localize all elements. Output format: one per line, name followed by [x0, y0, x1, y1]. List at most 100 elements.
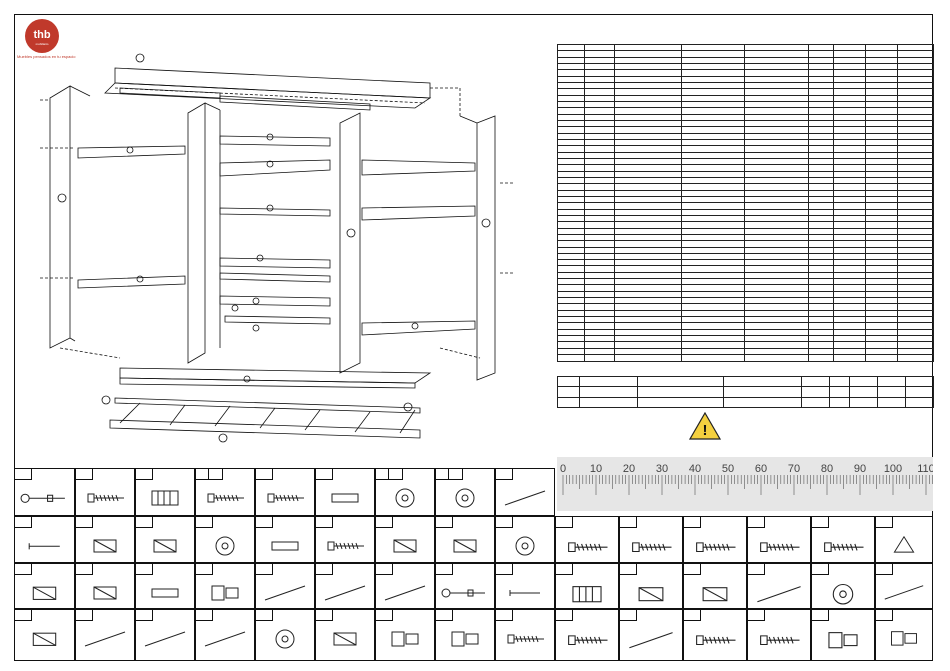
hardware-code-box — [747, 563, 765, 575]
left-shelf-upper — [77, 145, 186, 159]
long-wood-screw-icon — [327, 541, 364, 551]
ruler-label: 60 — [755, 463, 767, 475]
small-screw-icon — [696, 542, 736, 553]
table-row — [557, 341, 934, 349]
table-cell — [897, 347, 934, 356]
center-shelf-1 — [219, 133, 331, 147]
hardware-code-box — [875, 563, 893, 575]
table-cell — [849, 375, 878, 388]
hardware-code-box — [195, 609, 213, 621]
hardware-cell — [195, 468, 255, 516]
table-cell — [744, 354, 809, 362]
left-side-panel — [49, 85, 91, 349]
hardware-cell — [195, 609, 255, 661]
right-shelf-lower — [361, 320, 476, 336]
table-cell — [557, 396, 580, 409]
hardware-cell — [315, 468, 375, 516]
cylinder-cap-icon — [275, 629, 295, 649]
hardware-cell — [683, 609, 747, 661]
center-shelf-3 — [219, 204, 331, 217]
table-cell — [829, 375, 850, 388]
l-profile-icon — [32, 632, 57, 646]
table-cell — [877, 375, 906, 388]
brand-logo: thb mobiliario — [25, 19, 59, 53]
wood-screw-icon — [568, 542, 608, 553]
table-cell — [681, 354, 745, 362]
hardware-code-box — [619, 609, 637, 621]
hardware-code-box — [495, 563, 513, 575]
brand-tagline: Muebles pensados en tu espacio — [17, 54, 76, 59]
hardware-cell — [14, 468, 75, 516]
hardware-cell — [195, 563, 255, 609]
hardware-code-box — [435, 563, 453, 575]
table-cell — [877, 386, 906, 398]
logo-text: thb — [33, 29, 50, 41]
shelf-support-icon — [393, 539, 417, 553]
table-cell — [849, 386, 878, 398]
hardware-cell — [555, 516, 619, 563]
table-cell — [801, 386, 830, 398]
hardware-code-box — [135, 468, 153, 480]
warning-symbol: ! — [703, 422, 708, 439]
pan-screw-icon — [824, 542, 864, 553]
hardware-cell — [375, 516, 435, 563]
ruler-label: 20 — [623, 463, 635, 475]
hardware-cell — [811, 609, 875, 661]
ruler-label: 10 — [590, 463, 602, 475]
table-cell — [557, 354, 585, 362]
hardware-cell — [811, 516, 875, 563]
table-cell — [579, 396, 638, 409]
hardware-code-box — [375, 516, 393, 528]
oval-cover-icon — [333, 632, 357, 646]
table-cell — [557, 386, 580, 398]
table-row — [557, 126, 934, 134]
hardware-cell — [495, 468, 555, 516]
hardware-code-box — [195, 516, 213, 528]
hardware-cell — [619, 516, 683, 563]
hardware-code-box — [811, 516, 829, 528]
table-row — [557, 94, 934, 102]
center-right-upright — [339, 112, 361, 374]
hardware-cell — [14, 609, 75, 661]
hardware-code-box — [135, 609, 153, 621]
hardware-code-box — [435, 516, 453, 528]
connector-bolt-icon — [441, 588, 485, 598]
round-knob-icon — [832, 583, 854, 605]
hardware-cell — [315, 563, 375, 609]
hardware-code-box — [14, 609, 32, 621]
table-cell — [614, 354, 682, 362]
hardware-code-box — [255, 609, 273, 621]
hardware-cell — [75, 516, 135, 563]
ruler-label: 70 — [788, 463, 800, 475]
rail-profile-long-icon — [384, 585, 426, 601]
hardware-code-box — [375, 609, 393, 621]
table-cell — [637, 375, 724, 388]
hardware-code-box — [683, 609, 701, 621]
hardware-code-box — [135, 563, 153, 575]
hardware-cell — [14, 563, 75, 609]
hardware-cell — [495, 516, 555, 563]
hardware-cell — [619, 609, 683, 661]
bolt-with-nut-icon — [20, 493, 65, 503]
wooden-dowel-icon — [331, 493, 359, 503]
long-screw-set-icon — [568, 635, 608, 646]
center-left-upright — [187, 102, 239, 364]
thin-rod-icon — [144, 631, 186, 647]
hardware-code-box — [14, 468, 32, 480]
hardware-code-box — [375, 468, 403, 480]
cam-lock-icon — [395, 488, 415, 508]
cam-nut-icon — [515, 536, 535, 556]
hardware-cell — [435, 609, 495, 661]
bottom-panel — [119, 367, 432, 389]
hardware-cell — [747, 516, 811, 563]
hardware-code-box — [135, 516, 153, 528]
hardware-cell — [255, 563, 315, 609]
hardware-cell — [747, 563, 811, 609]
hardware-code-box — [555, 563, 573, 575]
ruler-label: 0 — [560, 463, 566, 475]
left-shelf-lower — [77, 275, 186, 289]
hardware-cell — [135, 609, 195, 661]
hardware-code-box — [255, 516, 273, 528]
diagonal-rod-icon — [264, 585, 306, 601]
pin-icon — [509, 590, 540, 596]
